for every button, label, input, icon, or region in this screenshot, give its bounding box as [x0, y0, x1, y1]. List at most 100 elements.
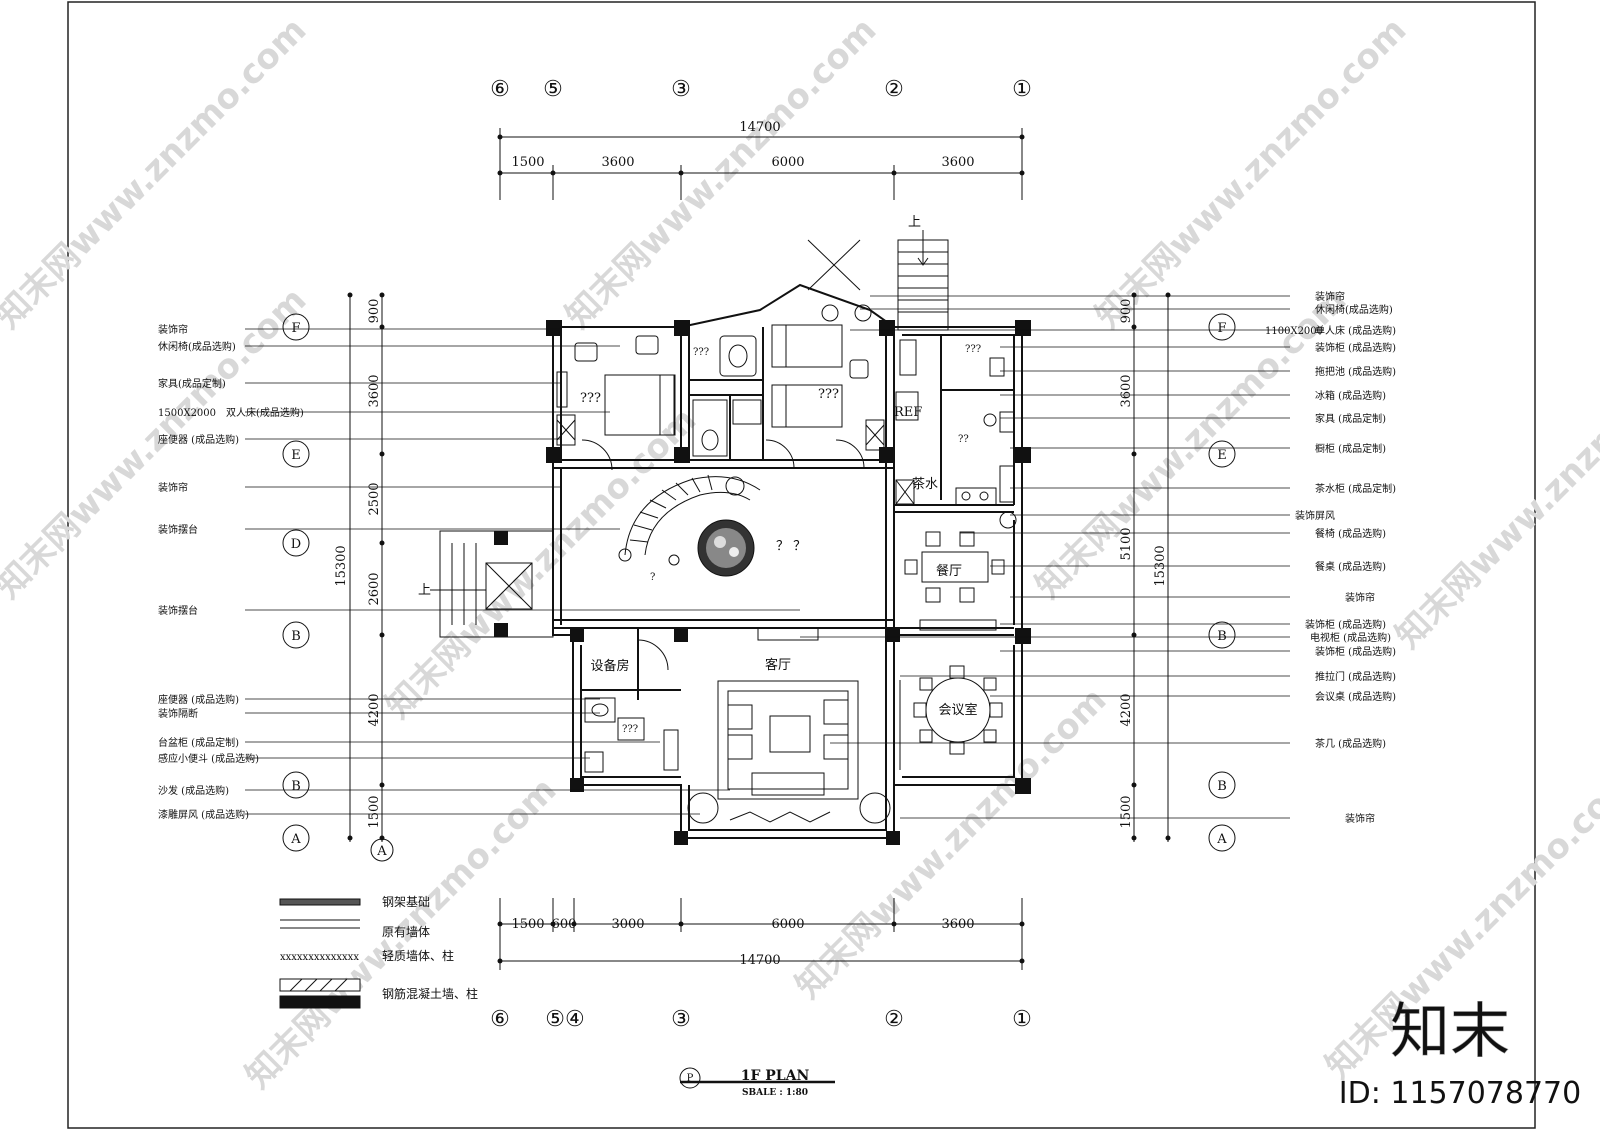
- dim-left-6: 1500: [367, 795, 382, 828]
- axis-bottom-2: ②: [884, 1007, 904, 1032]
- top-stair: [807, 230, 949, 331]
- legend-steel-foundation: 钢架基础: [382, 895, 430, 909]
- kitchen-unknown: ??: [958, 434, 969, 445]
- dim-left-3: 2500: [367, 482, 382, 515]
- stair-up-left: 上: [418, 583, 431, 598]
- legend-concrete-wall: 钢筋混凝土墙、柱: [382, 986, 478, 1001]
- label-left-2: 家具(成品定制): [158, 377, 226, 390]
- label-right-12: 装饰帘: [1345, 591, 1375, 604]
- label-right-15: 装饰柜 (成品选购): [1315, 645, 1396, 658]
- axis-right-B2: B: [1217, 779, 1227, 794]
- axis-bottom-1: ①: [1012, 1007, 1032, 1032]
- axis-top-2: ②: [884, 77, 904, 102]
- curved-staircase: [618, 474, 761, 566]
- dim-bottom-total: 14700: [739, 953, 780, 968]
- dim-top-total: 14700: [739, 120, 780, 135]
- dim-right-1: 900: [1119, 299, 1134, 324]
- bedroom-left-furniture: [556, 335, 676, 471]
- axis-left-A-small: A: [376, 844, 387, 859]
- room-tea: 茶水: [912, 476, 938, 492]
- label-right-5: 冰箱 (成品选购): [1315, 389, 1386, 402]
- sheet-frame: [67, 1, 1536, 1129]
- bathroom-middle-fixtures: [692, 335, 762, 457]
- label-left-8: 座便器 (成品选购): [158, 693, 239, 706]
- axis-right-E: E: [1217, 448, 1227, 463]
- hall-round-display: [697, 519, 755, 577]
- dim-left-total: 15300: [334, 545, 349, 586]
- bedroom-right-furniture: [765, 304, 885, 469]
- label-left-1: 休闲椅(成品选购): [158, 340, 236, 353]
- bedroom-left-unknown: ???: [580, 391, 601, 406]
- dim-right-3: 5100: [1119, 527, 1134, 560]
- legend-xx: xxxxxxxxxxxxxx: [280, 952, 359, 963]
- dim-left-5: 4200: [367, 693, 382, 726]
- dim-bottom-4: 6000: [771, 917, 804, 932]
- walls: [552, 283, 1023, 839]
- brand-logo: 知末: [1390, 997, 1510, 1067]
- label-right-2: 单人床 (成品选购): [1315, 324, 1396, 337]
- axis-left-E: E: [291, 448, 301, 463]
- dim-bottom-1: 1500: [511, 917, 544, 932]
- label-right-9: 装饰屏风: [1295, 509, 1335, 522]
- dim-left-2: 3600: [367, 374, 382, 407]
- label-right-4: 拖把池 (成品选购): [1315, 365, 1396, 378]
- axis-top-1: ①: [1012, 77, 1032, 102]
- label-right-14: 电视柜 (成品选购): [1310, 631, 1391, 644]
- label-right-6: 家具 (成品定制): [1315, 412, 1386, 425]
- label-right-3: 装饰柜 (成品选购): [1315, 341, 1396, 354]
- dining-furniture: [904, 511, 1017, 631]
- bedroom-left-unknown-small: ???: [693, 347, 709, 358]
- leader-lines-right: [800, 295, 1290, 819]
- bedroom-right-unknown: ???: [818, 387, 839, 402]
- axis-bottom-6: ⑥: [490, 1007, 510, 1032]
- label-left-9: 装饰隔断: [158, 707, 198, 720]
- brand-id: ID: 1157078770: [1339, 1076, 1581, 1111]
- label-left-5: 装饰帘: [158, 481, 188, 494]
- axis-left-F: F: [291, 321, 300, 336]
- dim-right-2: 3600: [1119, 374, 1134, 407]
- label-right-bed-size: 1100X2000: [1265, 326, 1323, 337]
- label-right-16: 推拉门 (成品选购): [1315, 670, 1396, 683]
- axis-bottom-3: ③: [671, 1007, 691, 1032]
- label-left-0: 装饰帘: [158, 323, 188, 336]
- label-right-7: 橱柜 (成品定制): [1315, 442, 1386, 455]
- label-right-10: 餐椅 (成品选购): [1315, 527, 1386, 540]
- label-right-13: 装饰柜 (成品选购): [1305, 618, 1386, 631]
- label-left-10: 台盆柜 (成品定制): [158, 736, 239, 749]
- label-right-19: 装饰帘: [1345, 812, 1375, 825]
- room-equipment: 设备房: [590, 658, 629, 674]
- label-right-11: 餐桌 (成品选购): [1315, 560, 1386, 573]
- dim-top-3: 6000: [771, 155, 804, 170]
- watermark-text: 知末网www.znzmo.com: [1088, 10, 1414, 336]
- kitchen-unknown-small: ???: [965, 344, 981, 355]
- labels-left: 装饰帘 休闲椅(成品选购) 家具(成品定制) 1500X2000 双人床(成品选…: [158, 323, 304, 821]
- dim-right-4: 4200: [1119, 693, 1134, 726]
- legend-light-wall: 轻质墙体、柱: [382, 948, 454, 963]
- label-left-4: 座便器 (成品选购): [158, 433, 239, 446]
- dim-right-5: 1500: [1119, 795, 1134, 828]
- columns: [494, 320, 1031, 845]
- washroom-unknown: ???: [622, 724, 638, 735]
- room-meeting: 会议室: [938, 702, 977, 718]
- kitchen-fixtures: [895, 339, 1015, 506]
- axis-bubbles-left: [282, 313, 1236, 862]
- hall-unknown-q: ?: [650, 572, 655, 583]
- legend-swatches: [279, 898, 361, 1009]
- dimension-ticks-left: [347, 134, 1171, 964]
- dimension-lines: [349, 128, 1169, 970]
- stair-up-top: 上: [908, 215, 921, 230]
- axis-left-B2: B: [291, 779, 301, 794]
- plan-title: 1F PLAN: [741, 1068, 810, 1084]
- label-left-11: 感应小便斗 (成品选购): [158, 752, 259, 765]
- watermark-text: 知末网www.znzmo.com: [0, 10, 314, 336]
- hall-unknown-qq: ？ ？: [776, 539, 806, 554]
- axis-right-F: F: [1217, 321, 1226, 336]
- labels-right: 装饰帘 休闲椅(成品选购) 1100X2000 单人床 (成品选购) 装饰柜 (…: [1265, 290, 1396, 825]
- label-left-6: 装饰摆台: [158, 523, 198, 536]
- legend-original-wall: 原有墙体: [382, 925, 430, 939]
- axis-left-A: A: [290, 832, 301, 847]
- title-symbol: P: [687, 1073, 694, 1084]
- axis-left-B1: B: [291, 629, 301, 644]
